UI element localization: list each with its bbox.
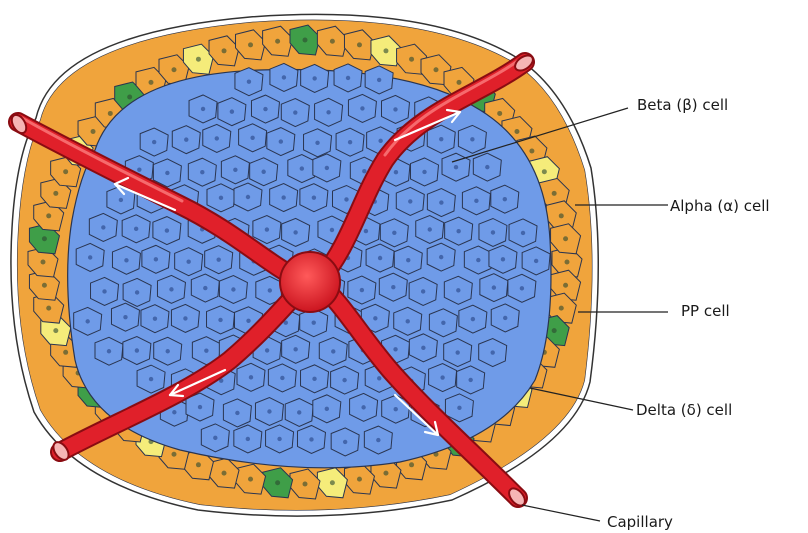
label-pp-cell: PP cell — [681, 302, 730, 320]
label-delta-cell: Delta (δ) cell — [636, 401, 732, 419]
capillary-hub — [280, 252, 340, 312]
label-beta-cell: Beta (β) cell — [637, 96, 728, 114]
label-capillary: Capillary — [607, 513, 673, 531]
label-alpha-cell: Alpha (α) cell — [670, 197, 770, 215]
leader-capillary — [522, 505, 600, 521]
